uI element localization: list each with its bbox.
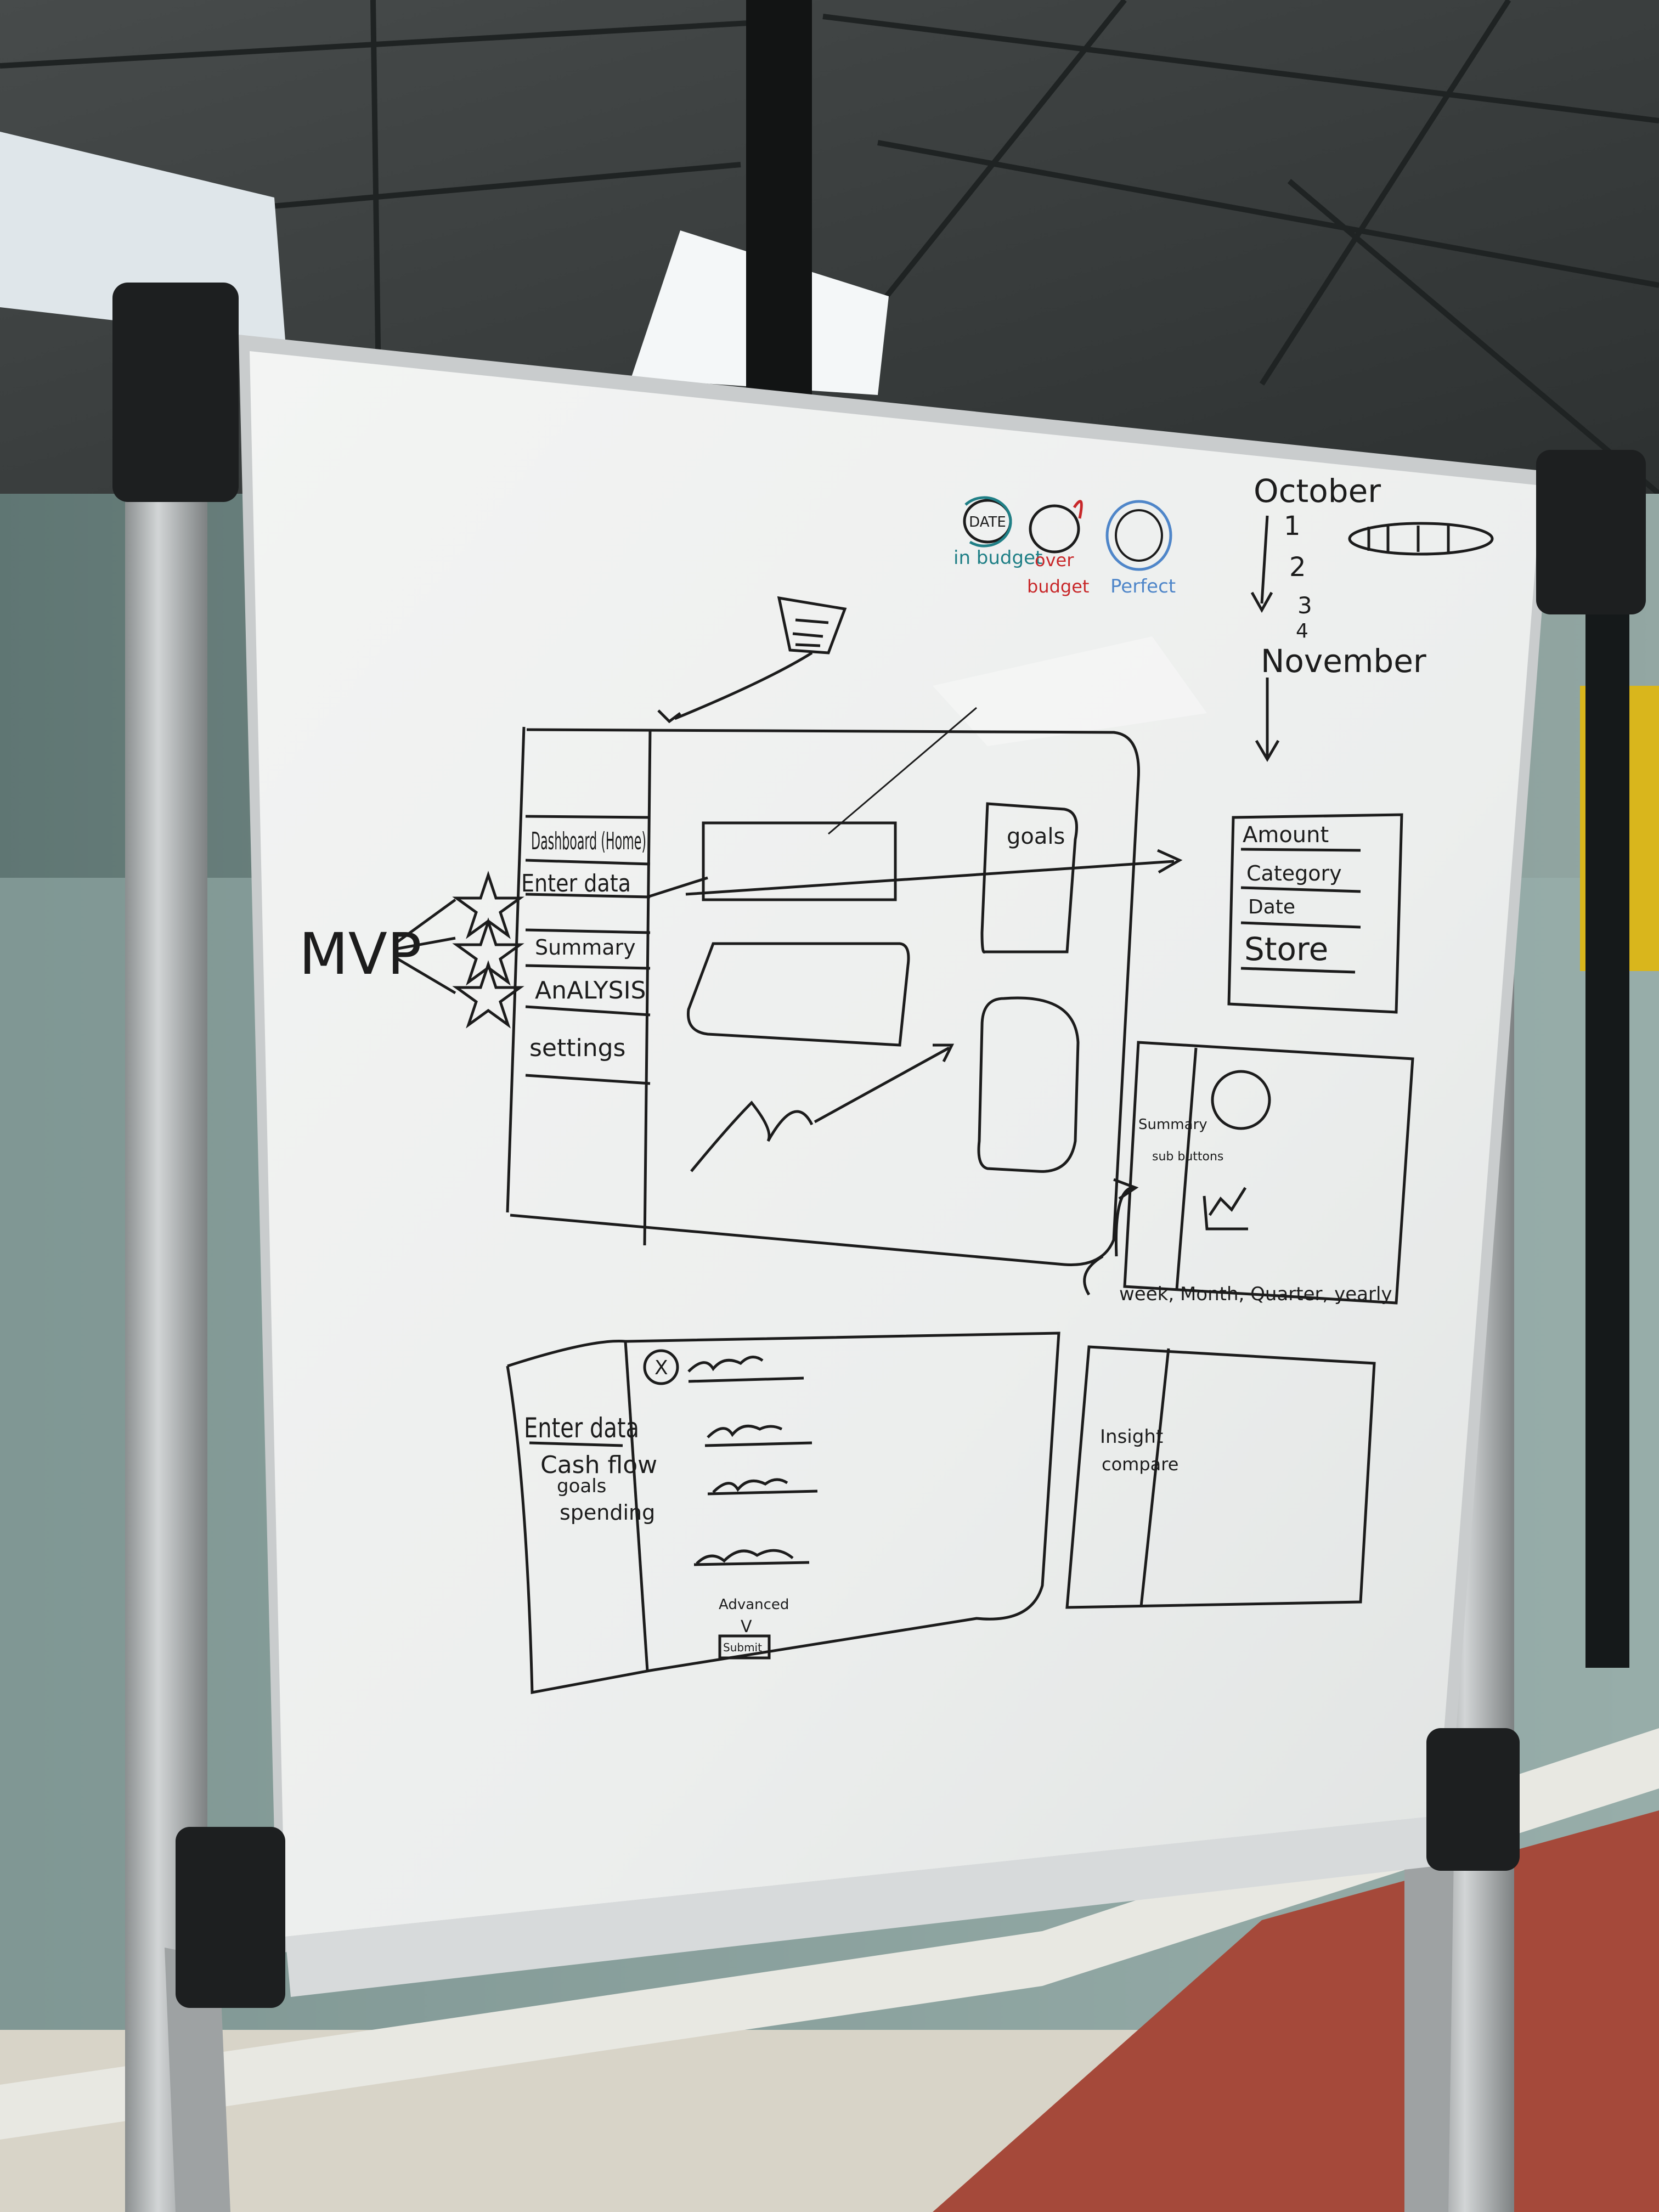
goals-card — [980, 802, 1078, 954]
submit-button — [718, 1634, 771, 1660]
insight-label: Insight — [1100, 1426, 1163, 1448]
month-timeline: October 1 2 3 4 November — [1250, 472, 1494, 762]
insight-outline — [1065, 1345, 1376, 1609]
timeline-step-1: 1 — [1284, 511, 1301, 541]
form-field-store: Store — [1244, 930, 1328, 968]
legend-over-label: over — [1035, 550, 1074, 571]
nav-item-enter-data: Enter data — [521, 870, 631, 898]
perfect-circle-icon — [1105, 500, 1172, 571]
timeline-step-4: 4 — [1296, 620, 1308, 642]
timeline-october: October — [1254, 472, 1381, 510]
support-column — [746, 0, 812, 395]
enter-data-item-spending: spending — [560, 1500, 655, 1525]
advanced-arrow: V — [741, 1617, 752, 1637]
form-field-amount: Amount — [1243, 822, 1329, 848]
input-line-icon — [693, 1549, 810, 1566]
top-left-clamp — [112, 283, 239, 502]
summary-period-caption: week, Month, Quarter, yearly — [1119, 1283, 1392, 1305]
legend-budget-label: budget — [1027, 576, 1089, 597]
dashboard-card-top — [702, 821, 897, 901]
star-icon — [452, 960, 524, 1029]
arrow-to-goals — [814, 1043, 955, 1124]
timeline-step-3: 3 — [1297, 592, 1312, 619]
insight-wireframe: Insight compare — [1065, 1345, 1376, 1609]
left-pole-foot — [165, 1948, 230, 2212]
timeline-slider-icon — [1348, 522, 1494, 556]
enter-data-sidebar-divider — [624, 1341, 649, 1671]
submit-label: Submit — [723, 1641, 762, 1654]
entry-form-wireframe: Amount Category Date Store — [1227, 813, 1403, 1014]
nav-item-analysis: AnALYSIS — [535, 977, 646, 1005]
form-field-date: Date — [1248, 896, 1295, 918]
legend-date-label: DATE — [969, 514, 1006, 531]
enter-data-item-cashflow: Cash flow — [540, 1451, 657, 1479]
mvp-annotation: MVP — [299, 871, 524, 1029]
timeline-arrow-to-form — [1255, 678, 1280, 762]
insight-sidebar-divider — [1139, 1348, 1170, 1607]
timeline-arrow-down — [1250, 515, 1273, 613]
dashboard-card-middle — [686, 942, 910, 1047]
timeline-november: November — [1261, 642, 1426, 680]
nav-sidebar — [643, 729, 652, 1246]
baseboard — [0, 1728, 1659, 2140]
legend-perfect: Perfect — [1110, 575, 1176, 597]
door-frame — [1585, 494, 1629, 1668]
budget-legend: DATE in budget over budget Perfect — [953, 496, 1176, 597]
entry-form-outline — [1227, 813, 1403, 1014]
summary-outline — [1123, 1041, 1414, 1305]
summary-wireframe: Summary sub buttons week, Month, Quarter… — [1083, 1041, 1414, 1305]
nav-item-summary: Summary — [535, 935, 636, 960]
summary-sidebar-divider — [1175, 1047, 1198, 1290]
form-field-category: Category — [1246, 861, 1342, 885]
board-surface — [250, 351, 1542, 1937]
timeline-step-2: 2 — [1289, 552, 1306, 583]
dashboard-wireframe: Dashboard (Home) Enter data Summary AnAL… — [506, 596, 1183, 1266]
summary-side-label: Summary — [1138, 1116, 1207, 1133]
compare-label: compare — [1102, 1454, 1178, 1475]
close-icon — [643, 1349, 679, 1385]
enter-data-outline — [506, 1331, 1060, 1694]
enter-data-title: Enter data — [524, 1412, 639, 1444]
input-line-icon — [704, 1424, 812, 1447]
bottom-left-clamp — [176, 1827, 285, 2008]
board-tray — [285, 1816, 1443, 1997]
legend-in-budget: in budget — [953, 547, 1042, 569]
nav-item-dashboard: Dashboard (Home) — [531, 827, 646, 855]
close-mark: X — [654, 1357, 668, 1379]
line-chart-icon — [1203, 1187, 1248, 1231]
dashboard-outline — [510, 728, 1140, 1266]
enter-data-item-goals: goals — [557, 1475, 606, 1497]
nav-item-settings: settings — [529, 1034, 625, 1062]
over-budget-circle-icon — [1029, 504, 1080, 554]
advanced-label: Advanced — [719, 1596, 789, 1613]
dashboard-card-right — [977, 996, 1080, 1173]
mvp-label: MVP — [299, 921, 422, 988]
right-pole-foot — [1404, 1854, 1454, 2212]
hamburger-menu-icon — [777, 596, 847, 654]
board-glare — [933, 636, 1207, 746]
input-line-icon — [707, 1478, 818, 1496]
enter-data-wireframe: Enter data Cash flow goals spending X Ad… — [506, 1331, 1060, 1694]
summary-sub-buttons-label: sub buttons — [1152, 1150, 1223, 1164]
top-right-clamp — [1536, 450, 1646, 614]
trend-line-icon — [690, 1101, 814, 1172]
bottom-right-clamp — [1426, 1728, 1520, 1871]
goals-label: goals — [1007, 824, 1065, 849]
pie-chart-icon — [1211, 1070, 1271, 1130]
input-line-icon — [687, 1356, 804, 1383]
